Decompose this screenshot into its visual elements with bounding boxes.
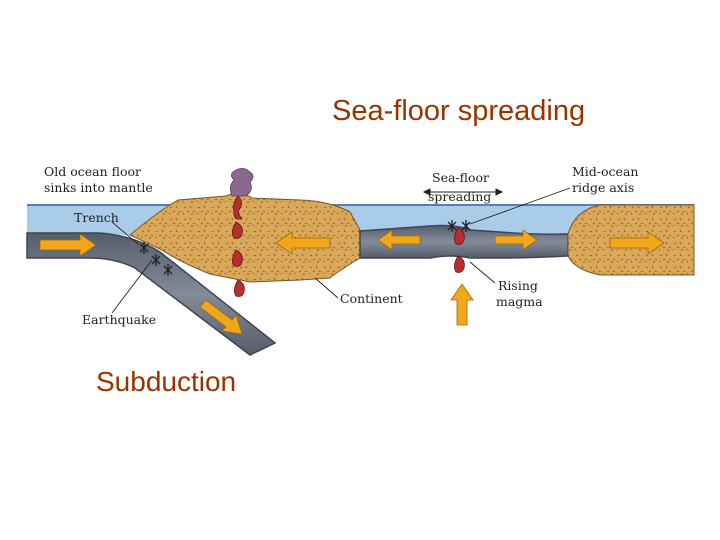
- arrow-right-far: [609, 231, 665, 255]
- arrow-left-continent: [275, 231, 331, 255]
- slide-title: Sea-floor spreading: [332, 95, 586, 127]
- leader-lines: [111, 187, 571, 314]
- label-mid-ocean-ridge-1: Mid-ocean: [572, 164, 638, 179]
- subducting-plate: [26, 232, 277, 356]
- spreading-double-arrow: [422, 188, 504, 196]
- slide-subtitle: Subduction: [96, 366, 237, 397]
- label-old-ocean-floor-2: sinks into mantle: [44, 180, 153, 195]
- volcano-plume: [230, 168, 254, 197]
- earthquake-stars: [139, 220, 471, 276]
- label-rising-magma-2: magma: [496, 294, 543, 309]
- label-rising-magma-1: Rising: [498, 278, 538, 293]
- ridge-magma: [454, 227, 465, 273]
- central-ocean-plate: [359, 224, 569, 259]
- continent-block: [129, 192, 361, 283]
- plate-motion-arrows: [39, 229, 665, 335]
- label-sea-floor-spreading-2: spreading: [428, 189, 491, 204]
- label-mid-ocean-ridge-2: ridge axis: [572, 180, 634, 195]
- label-old-ocean-floor-1: Old ocean floor: [44, 164, 141, 179]
- volcano-magma: [232, 195, 245, 297]
- label-continent: Continent: [340, 291, 403, 306]
- arrow-right-ridge: [494, 229, 538, 251]
- label-trench: Trench: [74, 210, 119, 225]
- arrow-left-ridge: [377, 229, 421, 251]
- label-earthquake: Earthquake: [82, 312, 156, 327]
- arrow-up-rising-magma: [450, 283, 474, 326]
- arrow-down-subduction: [199, 299, 243, 335]
- arrow-right-trench: [39, 233, 97, 257]
- label-sea-floor-spreading-1: Sea-floor: [432, 170, 489, 185]
